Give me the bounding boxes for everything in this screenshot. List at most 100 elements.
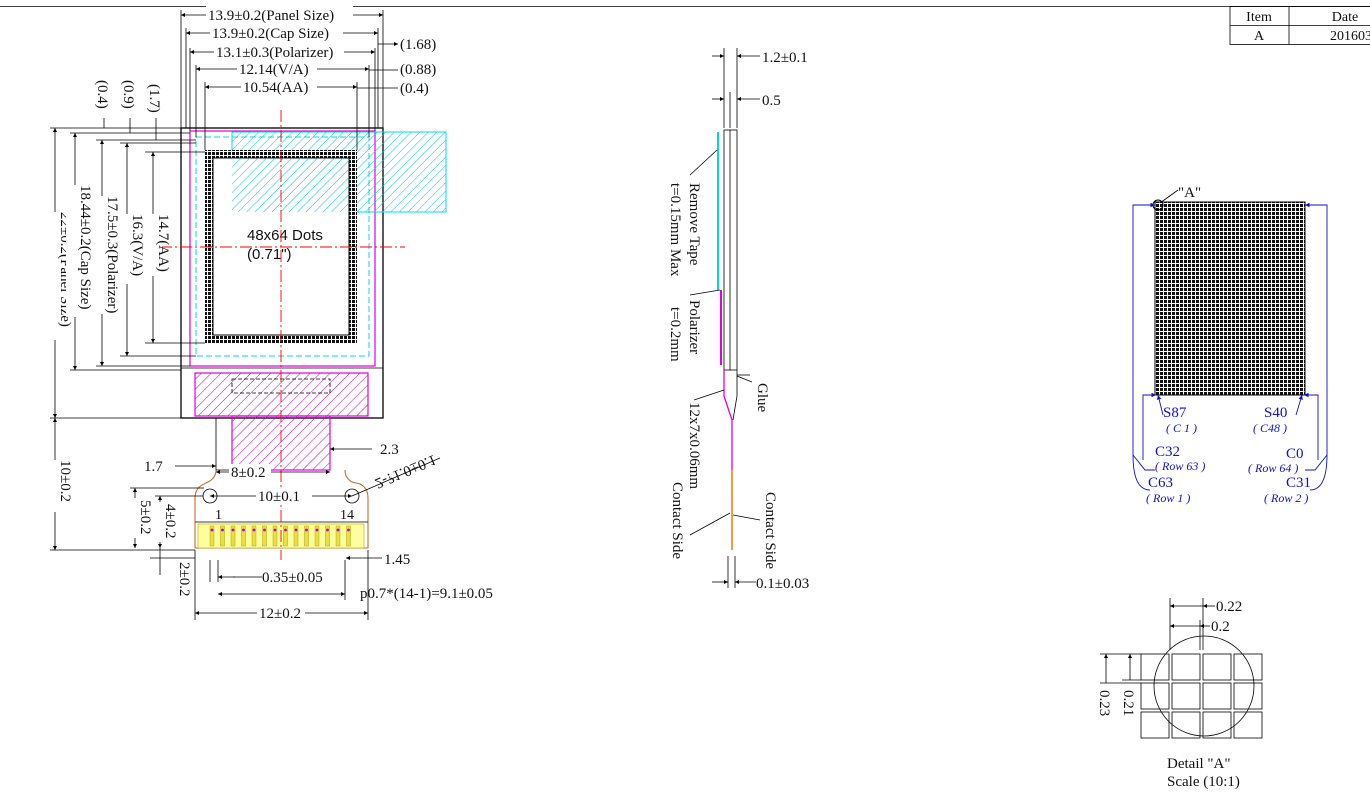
detail-dim-0-21: 0.21 [1120, 690, 1136, 716]
fpc-pin [293, 525, 299, 547]
fpc-pin [325, 525, 330, 547]
dim-fpc-8: 8±0.2 [231, 465, 265, 481]
label-tape-thickness: t=0.15mm Max [667, 183, 683, 277]
label-glue: Glue [754, 383, 770, 413]
label-row2: ( Row 2 ) [1264, 491, 1308, 505]
fpc-pin-dot [263, 528, 266, 532]
detail-pixels [1140, 653, 1263, 739]
fpc-pin-dot [210, 528, 214, 532]
label-contact-side-right: Contact Side [762, 492, 778, 569]
fpc-pin [262, 525, 267, 547]
dim-va-height: 16.3(V/A) [129, 214, 145, 276]
label-row64: ( Row 64 ) [1248, 461, 1298, 475]
dim-aa-height: 14.7(AA) [155, 214, 171, 272]
dim-fpc-2-3: 2.3 [380, 442, 399, 458]
fpc-layer [723, 370, 733, 470]
side-view: 1.2±0.1 0.5 Remove Tape t=0.15mm Max Pol… [667, 48, 809, 592]
dim-polarizer-width: 13.1±0.3(Polarizer) [216, 45, 333, 61]
table-cell-item: A [1254, 29, 1265, 44]
label-remove-tape: Remove Tape [686, 183, 702, 266]
fpc-pin-dot [242, 528, 245, 532]
dim-fpc-width: 12±0.2 [259, 606, 301, 622]
fpc-pin [283, 525, 288, 547]
dim-fpc-5: 5±0.2 [137, 500, 153, 534]
dim-fpc-10: 10±0.1 [258, 489, 300, 505]
detail-title: Detail "A" [1167, 756, 1230, 772]
polarizer-outline [189, 130, 376, 367]
label-s87: S87 [1163, 405, 1187, 421]
label-c1: ( C 1 ) [1166, 421, 1197, 435]
fpc-pin [304, 525, 309, 547]
glass-stack [723, 129, 738, 371]
fpc-pin [241, 525, 246, 547]
fpc-pin-dot [315, 528, 319, 532]
detail-scale: Scale (10:1) [1167, 774, 1240, 790]
fpc-pin [209, 525, 215, 547]
label-stiffener: 12x7x0.06mm [686, 402, 702, 489]
label-c48: ( C48 ) [1253, 421, 1287, 435]
dim-aa-width: 10.54(AA) [243, 80, 308, 96]
dim-left-small-1: (0.4) [94, 80, 110, 109]
dim-glass: 0.5 [762, 93, 781, 109]
label-row63: ( Row 63 ) [1155, 459, 1205, 473]
label-contact-side-left: Contact Side [669, 482, 685, 559]
front-view: 48x64 Dots (0.71") 1 14 [46, 6, 493, 622]
dim-left-small-2: (0.9) [120, 80, 136, 109]
pixel-map: "A" S87 ( C 1 ) S40 ( C48 ) C32 ( Row 63… [1132, 185, 1328, 505]
detail-a-label: "A" [1178, 185, 1201, 201]
dim-fpc-4: 4±0.2 [162, 504, 178, 538]
fpc-pin [220, 525, 225, 547]
fpc-pin-dot [252, 528, 256, 532]
pin-first-label: 1 [215, 508, 222, 523]
dim-pin-width: 0.35±0.05 [262, 570, 323, 586]
fpc-pin-dot [326, 528, 329, 532]
fpc-pin-dot [273, 528, 277, 532]
fpc-pin-dot [305, 528, 308, 532]
label-s40: S40 [1264, 405, 1287, 421]
dim-cap-height: 18.44±0.2(Cap Size) [77, 185, 93, 309]
detail-dim-0-22: 0.22 [1216, 599, 1242, 615]
fpc-pins [209, 525, 351, 547]
dim-thickness: 1.2±0.1 [762, 50, 808, 66]
dim-right-2: (0.88) [400, 62, 436, 78]
pixel-grid [1154, 201, 1306, 396]
fpc-pin-dot [336, 528, 340, 532]
dim-polarizer-height: 17.5±0.3(Polarizer) [104, 196, 120, 313]
dim-va-width: 12.14(V/A) [239, 62, 309, 78]
fpc-pin [335, 525, 341, 547]
dim-left-small-3: (1.7) [146, 84, 162, 113]
table-cell-date: 20160330 [1330, 29, 1370, 44]
fpc-pin-dot [347, 528, 350, 532]
revision-table: Item Date A 20160330 [1229, 6, 1370, 45]
fpc-pin [251, 525, 257, 547]
fpc-pin-dot [231, 528, 235, 532]
dim-fpc-2: 2±0.2 [176, 562, 192, 596]
fpc-bond-area [194, 372, 369, 417]
table-header-date: Date [1332, 10, 1358, 25]
dim-fpc-length: 10±0.2 [57, 460, 73, 502]
fpc-pin [230, 525, 236, 547]
dim-right-3: (0.4) [400, 81, 429, 97]
pin-last-label: 14 [340, 508, 354, 523]
fpc-pin [314, 525, 320, 547]
dim-panel-width: 13.9±0.2(Panel Size) [208, 8, 334, 24]
detail-dim-0-2: 0.2 [1211, 619, 1230, 635]
label-c0: C0 [1286, 446, 1304, 462]
dim-fpc-1-7: 1.7 [144, 459, 163, 475]
table-header-item: Item [1246, 10, 1272, 25]
label-c32: C32 [1155, 444, 1180, 460]
label-row1: ( Row 1 ) [1146, 491, 1190, 505]
detail-a: 0.22 0.2 0.21 0.23 Detail "A" Scale (10:… [1096, 598, 1263, 790]
dim-cap-width: 13.9±0.2(Cap Size) [212, 26, 329, 42]
display-size: (0.71") [247, 246, 292, 263]
fpc-pin [272, 525, 278, 547]
label-c31: C31 [1286, 475, 1311, 491]
detail-dim-0-23: 0.23 [1096, 690, 1112, 716]
fpc-pin [346, 525, 351, 547]
label-polarizer-thickness: t=0.2mm [667, 307, 683, 362]
dim-fpc-thickness: 0.1±0.03 [756, 576, 809, 592]
dim-fpc-1-45: 1.45 [384, 552, 410, 568]
fpc-pin-dot [294, 528, 298, 532]
dim-pin-pitch: p0.7*(14-1)=9.1±0.05 [360, 586, 493, 602]
